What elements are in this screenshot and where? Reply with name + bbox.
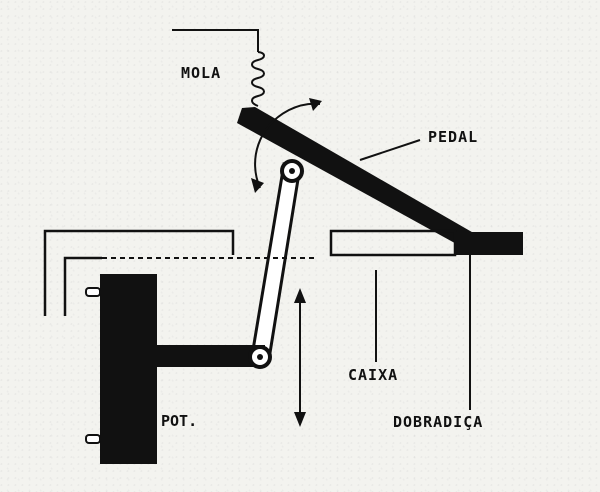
connecting-rod [250,162,302,361]
potentiometer-pin-bottom [85,434,101,444]
upper-rod-pivot-center [289,168,295,174]
potentiometer-arm [157,345,265,367]
box-top-left-outline [43,229,235,316]
spring-label: MOLA [181,64,222,82]
spring-icon [251,51,265,107]
vertical-motion-arrow-icon [294,288,306,427]
spring-mount-line [172,29,259,52]
box-inner-left-outline [63,256,102,316]
box-label: CAIXA [348,366,399,384]
box-top-right-outline [329,229,457,257]
potentiometer-pin-top [85,287,101,297]
pedal-label: PEDAL [428,128,479,146]
rotation-arrow-icon [251,98,322,193]
potentiometer-label: POT. [161,412,198,430]
lower-rod-pivot-center [257,354,263,360]
pedal-bar [237,107,484,252]
pedal-leader-line [359,139,421,161]
hinge-block [455,232,523,255]
hinge-label: DOBRADIÇA [393,413,484,431]
potentiometer-body [100,274,157,464]
